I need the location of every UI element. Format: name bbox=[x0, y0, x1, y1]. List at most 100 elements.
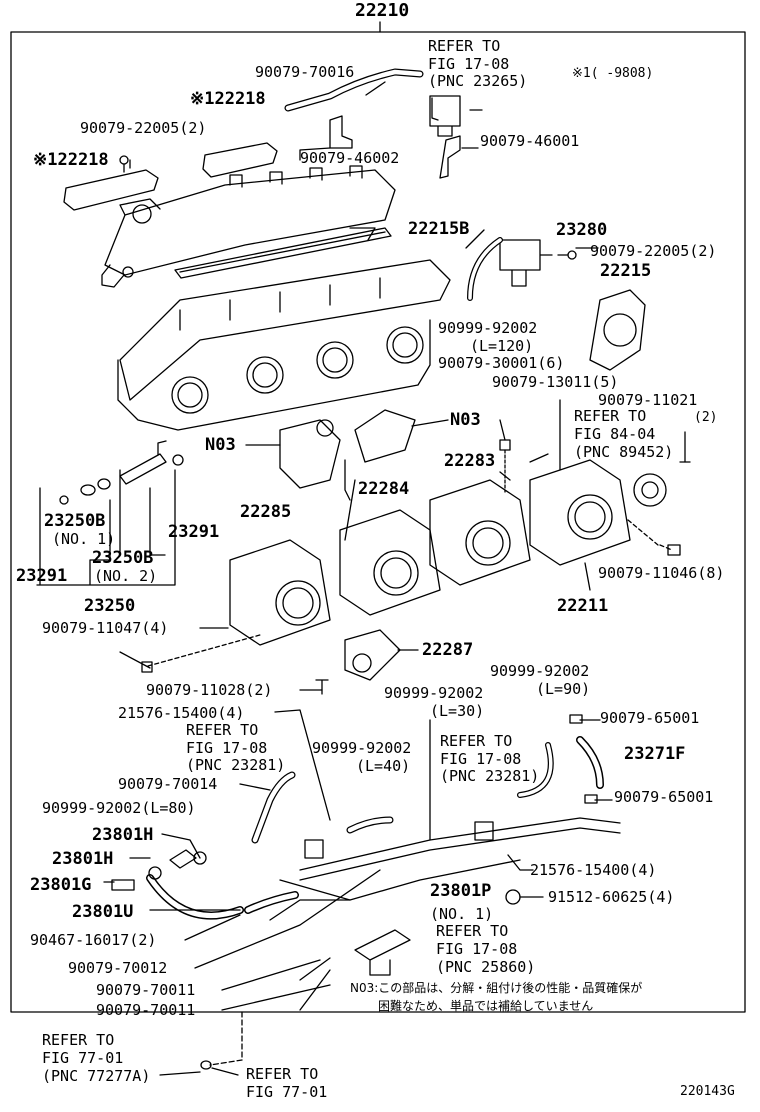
n03-bracket-b bbox=[354, 409, 416, 463]
refer-pnc: (PNC 77277A) bbox=[42, 1067, 151, 1085]
part-label: 22287 bbox=[422, 640, 474, 660]
upper-plenum bbox=[104, 169, 396, 276]
part-label: 23801G bbox=[30, 875, 92, 895]
refer-figure: FIG 84-04 bbox=[574, 425, 656, 443]
intake-manifold bbox=[119, 259, 451, 401]
part-label: 23250B bbox=[92, 548, 154, 568]
part-label: 90999-92002 bbox=[490, 662, 590, 680]
part-label: 90467-16017(2) bbox=[30, 931, 157, 949]
hose-length: (L=40) bbox=[356, 757, 411, 775]
part-label: 23271F bbox=[624, 744, 686, 764]
throttle-22284 bbox=[339, 509, 441, 616]
throttle-22285 bbox=[229, 539, 331, 646]
part-label: 90079-11047(4) bbox=[42, 619, 169, 637]
refer-label: REFER TO bbox=[574, 407, 647, 425]
refer-label: REFER TO bbox=[440, 732, 513, 750]
part-label: 90079-70011 bbox=[96, 981, 196, 999]
refer-label: REFER TO bbox=[42, 1031, 115, 1049]
refer-figure: FIG 17-08 bbox=[436, 940, 518, 958]
part-label: 22215 bbox=[600, 261, 652, 281]
bracket-46001 bbox=[439, 135, 461, 179]
part-label: 23280 bbox=[556, 220, 608, 240]
part-label: 23801P bbox=[430, 881, 492, 901]
refer-dashed-line bbox=[209, 1011, 243, 1066]
refer-pnc: (PNC 23281) bbox=[440, 767, 540, 785]
injector bbox=[119, 440, 167, 485]
part-label: 23291 bbox=[16, 566, 68, 586]
part-label: 22284 bbox=[358, 479, 410, 499]
part-label: 23801U bbox=[72, 902, 134, 922]
part-label: ※122218 bbox=[33, 150, 109, 170]
part-label: ※122218 bbox=[190, 89, 266, 109]
bracket-lines-23250 bbox=[36, 469, 176, 586]
part-label: N03 bbox=[205, 435, 236, 455]
part-label: 90079-22005(2) bbox=[80, 119, 207, 137]
footnote-line-2: 困難なため、単品では補給していません bbox=[378, 999, 594, 1013]
figure-code: 220143G bbox=[680, 1084, 735, 1099]
refer-label: REFER TO bbox=[246, 1065, 319, 1083]
part-label: 22285 bbox=[240, 502, 292, 522]
refer-figure: FIG 17-08 bbox=[186, 739, 268, 757]
part-label: 90999-92002 bbox=[312, 739, 412, 757]
refer-figure: FIG 17-08 bbox=[428, 55, 510, 73]
part-label: N03 bbox=[450, 410, 481, 430]
vsv-lower-a bbox=[304, 839, 324, 859]
part-label: 23801H bbox=[52, 849, 114, 869]
refer-pnc: (PNC 89452) bbox=[574, 443, 674, 461]
throttle-22211 bbox=[529, 459, 631, 566]
part-label: 23291 bbox=[168, 522, 220, 542]
bracket-46002 bbox=[329, 115, 353, 149]
cover-22218-a bbox=[202, 142, 278, 178]
part-label: 22215B bbox=[408, 219, 470, 239]
throttle-22283 bbox=[429, 479, 531, 586]
sub-label: (NO. 1) bbox=[52, 530, 116, 548]
sub-label: (NO. 2) bbox=[94, 567, 158, 585]
applicability-note: ※1( -9808) bbox=[572, 66, 654, 81]
cover-22218-b bbox=[63, 169, 159, 211]
pipe-assembly bbox=[279, 817, 621, 901]
part-label: 23250 bbox=[84, 596, 136, 616]
refer-pnc: (PNC 23281) bbox=[186, 756, 286, 774]
part-label: 23250B bbox=[44, 511, 106, 531]
air-valve-top bbox=[429, 95, 483, 137]
part-label: 21576-15400(4) bbox=[530, 861, 657, 879]
part-label: 90079-11021 bbox=[598, 391, 698, 409]
n03-valve-a bbox=[279, 419, 341, 489]
quantity-label: (2) bbox=[694, 410, 718, 425]
refer-figure: FIG 77-01 bbox=[246, 1083, 328, 1101]
part-label: 22283 bbox=[444, 451, 496, 471]
refer-figure: FIG 77-01 bbox=[42, 1049, 124, 1067]
refer-label: REFER TO bbox=[186, 721, 259, 739]
part-label: 90079-70014 bbox=[118, 775, 218, 793]
circled-b-marker bbox=[505, 889, 521, 905]
part-label: 90079-46002 bbox=[300, 149, 400, 167]
part-label: 90079-65001 bbox=[600, 709, 700, 727]
refer-label: REFER TO bbox=[436, 922, 509, 940]
gasket-22215B bbox=[174, 227, 392, 279]
hose-length: (L=120) bbox=[470, 337, 534, 355]
vsv-23280 bbox=[499, 239, 553, 287]
part-label: 90079-65001 bbox=[614, 788, 714, 806]
assembly-frame bbox=[10, 31, 746, 1013]
bracket-22287 bbox=[344, 629, 401, 681]
part-label: 90999-92002 bbox=[438, 319, 538, 337]
refer-figure: FIG 17-08 bbox=[440, 750, 522, 768]
gasket-22215 bbox=[589, 289, 646, 371]
part-label: 90079-11028(2) bbox=[146, 681, 273, 699]
part-label: 91512-60625(4) bbox=[548, 888, 675, 906]
part-label: 21576-15400(4) bbox=[118, 704, 245, 722]
hose-length: (L=30) bbox=[430, 702, 485, 720]
part-label: 90999-92002 bbox=[384, 684, 484, 702]
footnote-line-1: N03:この部品は、分解・組付け後の性能・品質確保が bbox=[350, 981, 643, 995]
part-label: 90079-30001(6) bbox=[438, 354, 565, 372]
assembly-part-number: 22210 bbox=[355, 0, 410, 21]
vsv-lower-b bbox=[474, 821, 494, 841]
part-label: 23801H bbox=[92, 825, 154, 845]
part-label: 90079-70016 bbox=[255, 63, 355, 81]
refer-pnc: (PNC 25860) bbox=[436, 958, 536, 976]
bracket-25860 bbox=[354, 929, 411, 976]
part-label: 90079-22005(2) bbox=[590, 242, 717, 260]
part-label: 22211 bbox=[557, 596, 609, 616]
hose-length: (L=90) bbox=[536, 680, 591, 698]
